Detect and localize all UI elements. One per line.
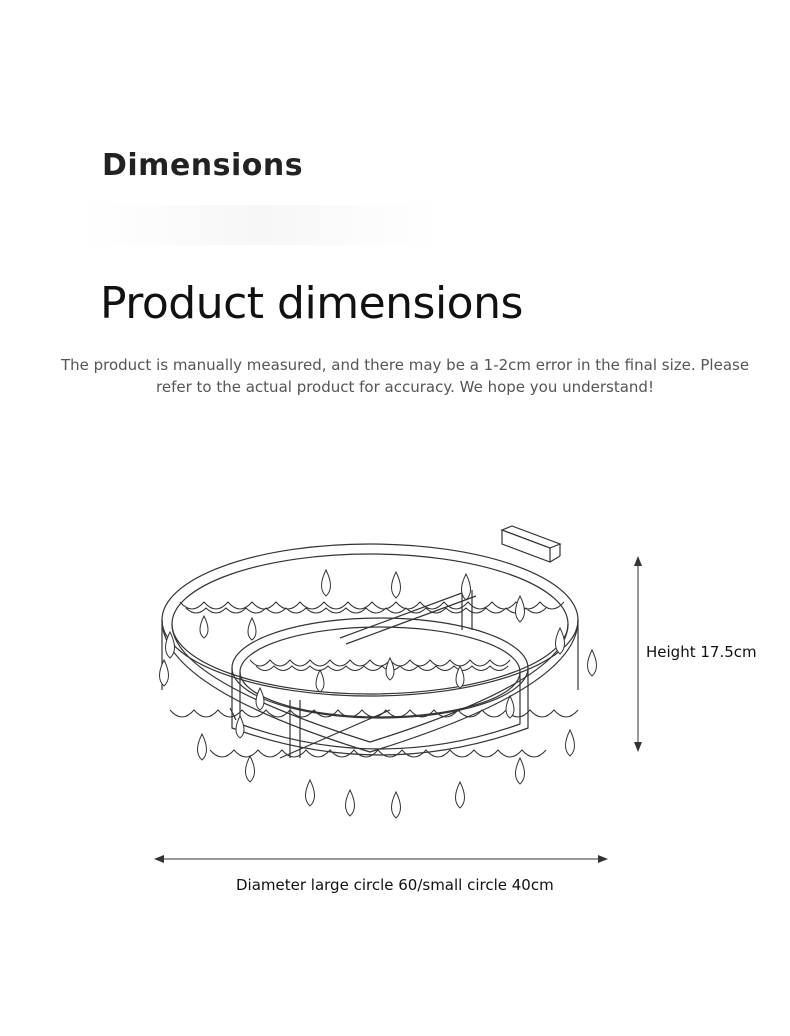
diameter-label: Diameter large circle 60/small circle 40… xyxy=(236,876,554,894)
ceiling-mount xyxy=(500,525,562,563)
large-ring-scallops xyxy=(169,601,579,758)
height-arrow xyxy=(634,556,642,752)
measurement-note: The product is manually measured, and th… xyxy=(60,356,750,396)
small-ring xyxy=(231,617,529,756)
small-ring-scallops xyxy=(249,659,511,671)
diameter-arrow xyxy=(154,855,608,863)
faint-band xyxy=(80,205,440,245)
large-ring xyxy=(161,543,579,753)
main-title: Product dimensions xyxy=(100,278,523,329)
height-label: Height 17.5cm xyxy=(646,643,757,661)
section-title: Dimensions xyxy=(102,148,304,183)
crystal-drops xyxy=(159,568,597,819)
chandelier-illustration xyxy=(159,525,597,819)
